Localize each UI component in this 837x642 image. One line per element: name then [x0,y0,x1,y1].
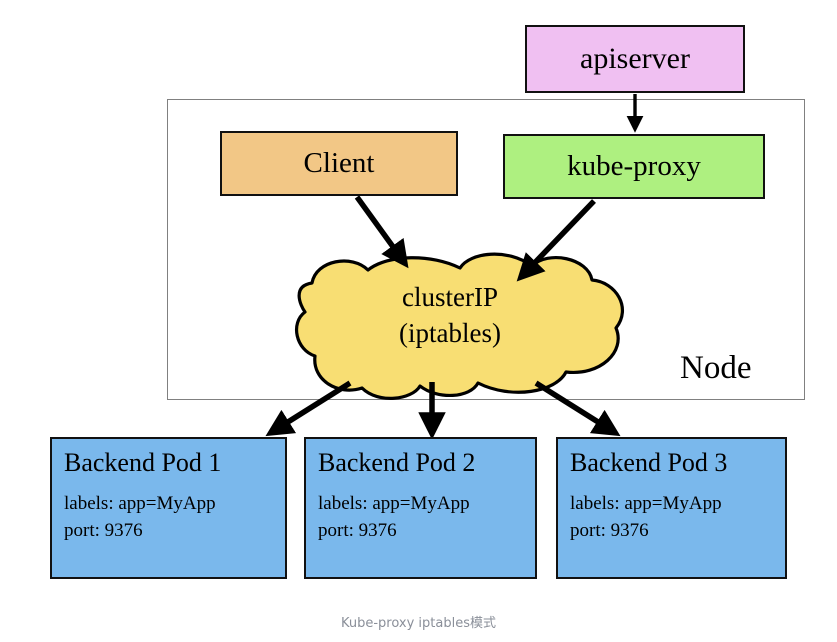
backend-pod-3-port: port: 9376 [570,519,649,541]
backend-pod-3-box: Backend Pod 3 labels: app=MyApp port: 93… [556,437,787,579]
backend-pod-2-title: Backend Pod 2 [318,448,476,477]
backend-pod-2-port: port: 9376 [318,519,397,541]
kube-proxy-box: kube-proxy [503,134,765,199]
backend-pod-1-labels: labels: app=MyApp [64,492,216,514]
backend-pod-3-labels: labels: app=MyApp [570,492,722,514]
client-box: Client [220,131,458,196]
backend-pod-1-title: Backend Pod 1 [64,448,222,477]
apiserver-box: apiserver [525,25,745,93]
backend-pod-3-title: Backend Pod 3 [570,448,728,477]
backend-pod-2-box: Backend Pod 2 labels: app=MyApp port: 93… [304,437,537,579]
backend-pod-1-box: Backend Pod 1 labels: app=MyApp port: 93… [50,437,287,579]
apiserver-label: apiserver [580,42,690,75]
node-label: Node [680,350,752,386]
backend-pod-1-port: port: 9376 [64,519,143,541]
client-label: Client [303,147,375,179]
kube-proxy-label: kube-proxy [567,150,701,182]
backend-pod-2-labels: labels: app=MyApp [318,492,470,514]
figure-caption: Kube-proxy iptables模式 [340,616,496,631]
